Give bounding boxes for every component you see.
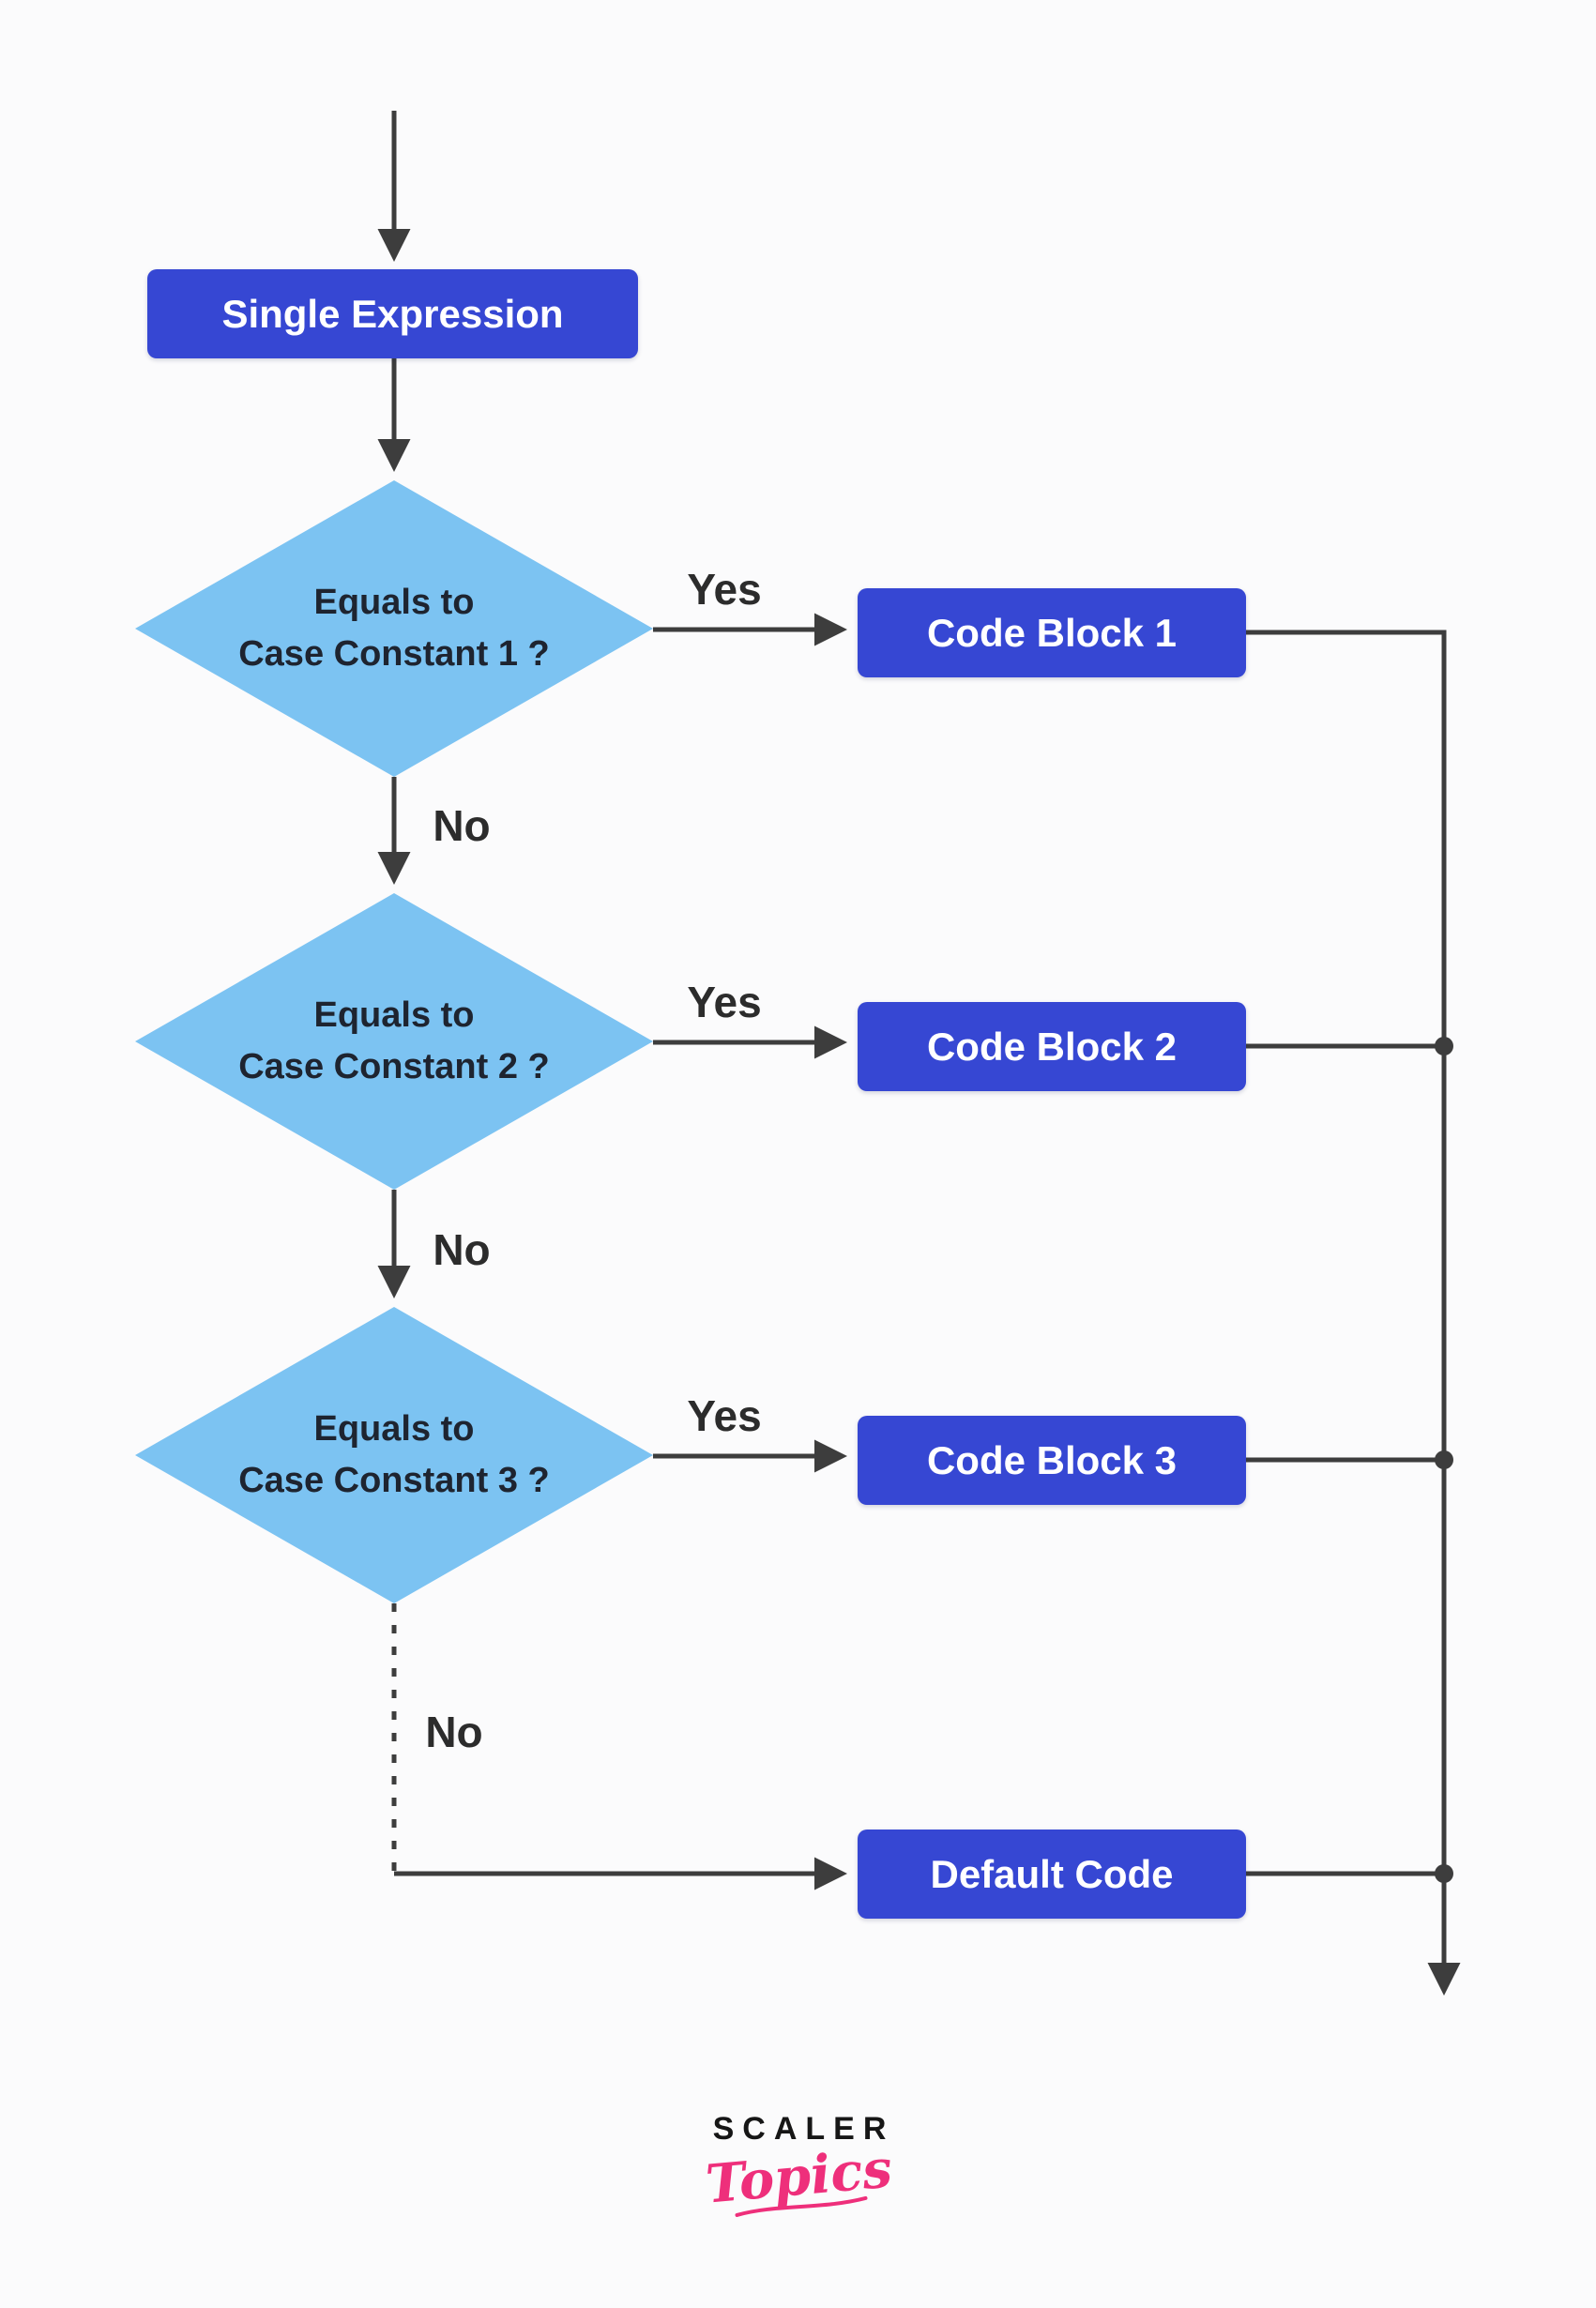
edge-label-yes-1: Yes xyxy=(687,565,762,614)
node-single-expression: Single Expression xyxy=(147,269,638,358)
decision-3-line2: Case Constant 3 ? xyxy=(238,1461,550,1500)
decision-1-line2: Case Constant 1 ? xyxy=(238,634,550,674)
logo-underline-flourish xyxy=(735,2195,868,2217)
decision-1-line1: Equals to xyxy=(313,582,475,622)
logo-wordmark-wrap: Topics xyxy=(704,2137,895,2222)
decision-3-shape xyxy=(135,1307,653,1603)
edge-label-yes-2: Yes xyxy=(687,978,762,1026)
edge-label-no-3: No xyxy=(425,1708,483,1756)
node-code-block-3: Code Block 3 xyxy=(858,1416,1246,1505)
scaler-topics-logo: SCALER Topics xyxy=(704,2111,895,2217)
edge-label-no-1: No xyxy=(433,801,491,850)
logo-brand-text: SCALER xyxy=(712,2111,895,2147)
node-code-block-2: Code Block 2 xyxy=(858,1002,1246,1091)
edge-label-yes-3: Yes xyxy=(687,1391,762,1440)
decision-3-label: Equals to Case Constant 3 ? xyxy=(135,1307,653,1603)
decision-3-line1: Equals to xyxy=(313,1408,475,1449)
decision-2-line1: Equals to xyxy=(313,995,475,1035)
decision-1-shape xyxy=(135,480,653,777)
edge-code1-to-rail xyxy=(1246,630,1461,1996)
junction-dot-code2 xyxy=(1435,1037,1453,1055)
decision-2-label: Equals to Case Constant 2 ? xyxy=(135,893,653,1190)
edge-label-no-2: No xyxy=(433,1225,491,1274)
node-default-code: Default Code xyxy=(858,1830,1246,1919)
junction-dot-default xyxy=(1435,1864,1453,1883)
decision-1-label: Equals to Case Constant 1 ? xyxy=(135,480,653,777)
junction-dot-code3 xyxy=(1435,1450,1453,1469)
decision-2-line2: Case Constant 2 ? xyxy=(238,1047,550,1086)
decision-2-shape xyxy=(135,893,653,1190)
node-code-block-1: Code Block 1 xyxy=(858,588,1246,677)
